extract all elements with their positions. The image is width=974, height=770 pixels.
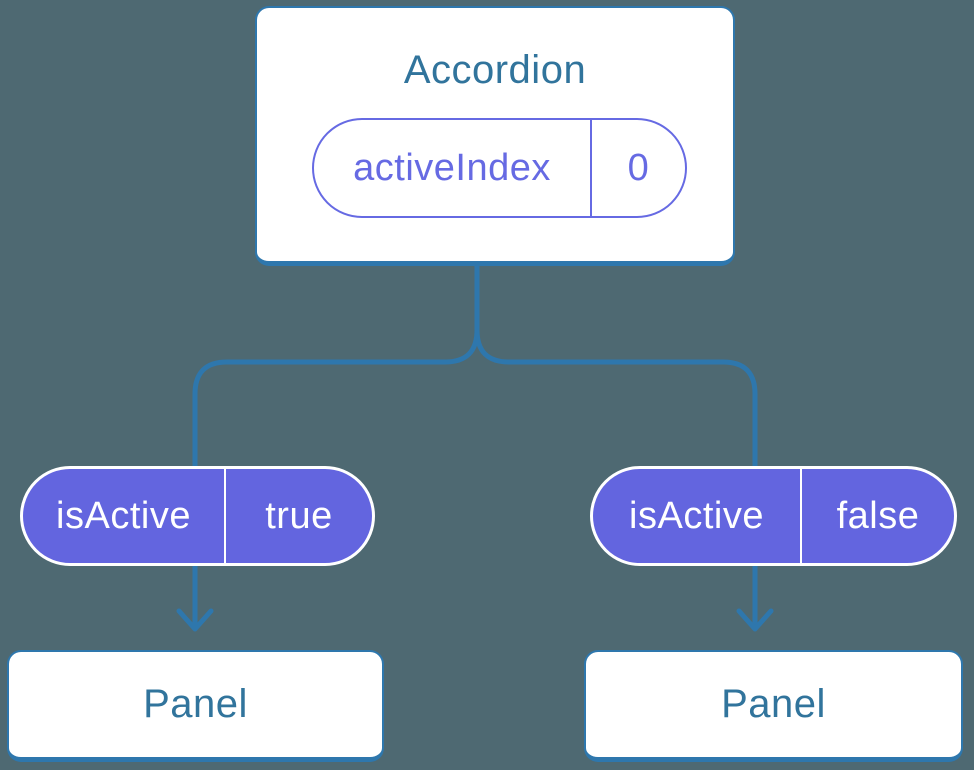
prop-value-label: true (224, 469, 372, 563)
arrowhead-right-icon (736, 608, 774, 632)
prop-value-label: false (800, 469, 954, 563)
panel-component-card-left: Panel (7, 650, 384, 762)
arrowhead-left-icon (176, 608, 214, 632)
state-value-label: 0 (590, 120, 685, 216)
prop-pill-right: isActive false (590, 466, 957, 566)
state-name-label: activeIndex (353, 146, 551, 189)
branch-line-left (192, 261, 480, 629)
component-title: Accordion (403, 48, 587, 92)
state-pill: activeIndex 0 (312, 118, 687, 218)
prop-name-label: isActive (56, 494, 191, 537)
branch-line-right (474, 261, 758, 629)
accordion-component-card: Accordion activeIndex 0 (255, 6, 735, 266)
panel-component-card-right: Panel (584, 650, 963, 762)
prop-name-label: isActive (629, 494, 764, 537)
prop-pill-left: isActive true (20, 466, 375, 566)
